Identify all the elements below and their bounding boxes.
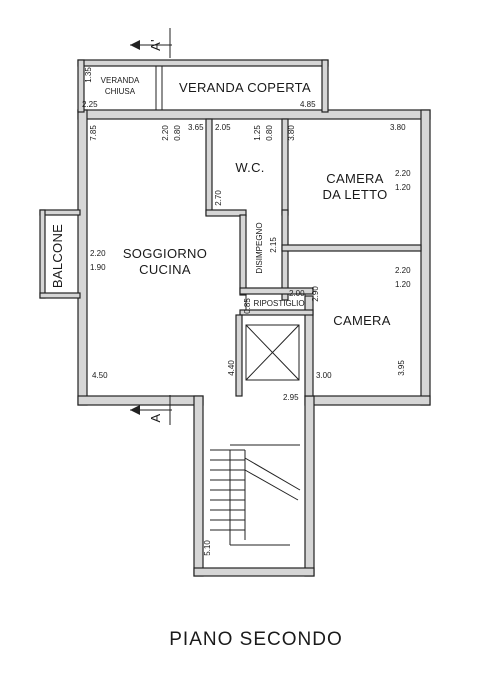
dim-2-15: 2.15 [269,237,278,253]
staircase [210,444,301,546]
dim-2-20-b: 2.20 [395,169,411,178]
dim-4-40: 4.40 [227,360,236,376]
dim-1-35: 1.35 [84,67,93,83]
dim-2-90: 2.90 [311,286,320,302]
dim-0-80-b: 0.80 [265,125,274,141]
room-camera-letto-2: DA LETTO [322,187,387,202]
dim-5-10: 5.10 [203,540,212,556]
dim-1-20-a: 1.20 [395,183,411,192]
dim-0-85: 0.85 [243,298,252,314]
dim-3-95: 3.95 [397,360,406,376]
dim-1-20-b: 1.20 [395,280,411,289]
dim-2-20-c: 2.20 [90,249,106,258]
section-mark-bottom: A [130,395,172,425]
section-mark-top: A' [130,28,172,58]
dim-2-20-d: 2.20 [395,266,411,275]
dim-2-05: 2.05 [215,123,231,132]
dim-3-80-a: 3.80 [287,125,296,141]
dim-3-80-b: 3.80 [390,123,406,132]
interior-walls [205,118,422,397]
dim-0-80-a: 0.80 [173,125,182,141]
room-soggiorno-2: CUCINA [139,262,191,277]
room-ripostiglio: RIPOSTIGLIO [253,299,304,308]
section-mark-a: A [148,413,163,422]
dim-2-95: 2.95 [283,393,299,402]
room-veranda-chiusa-1: VERANDA [101,76,140,85]
balcony [39,209,81,299]
plan-title: PIANO SECONDO [169,629,342,650]
dim-3-65: 3.65 [188,123,204,132]
dim-2-25: 2.25 [82,100,98,109]
section-mark-a-prime: A' [148,39,163,51]
room-veranda-chiusa-2: CHIUSA [105,87,136,96]
dim-4-85: 4.85 [300,100,316,109]
room-disimpegno: DISIMPEGNO [255,222,264,273]
veranda-area [77,59,329,113]
room-soggiorno-1: SOGGIORNO [123,246,207,261]
room-balcone: BALCONE [50,224,65,288]
dimension-labels: 1.35 2.25 4.85 7.85 2.20 0.80 3.65 2.05 … [82,67,411,556]
room-camera-letto-1: CAMERA [326,171,383,186]
dim-1-90: 1.90 [90,263,106,272]
room-camera: CAMERA [333,313,390,328]
dim-7-85: 7.85 [89,125,98,141]
room-wc: W.C. [235,160,264,175]
dim-2-70: 2.70 [214,190,223,206]
dim-3-00: 3.00 [316,371,332,380]
dim-4-50: 4.50 [92,371,108,380]
dim-2-00: 2.00 [289,289,305,298]
dim-2-20-a: 2.20 [161,125,170,141]
room-veranda-coperta: VERANDA COPERTA [179,80,311,95]
dim-1-25: 1.25 [253,125,262,141]
